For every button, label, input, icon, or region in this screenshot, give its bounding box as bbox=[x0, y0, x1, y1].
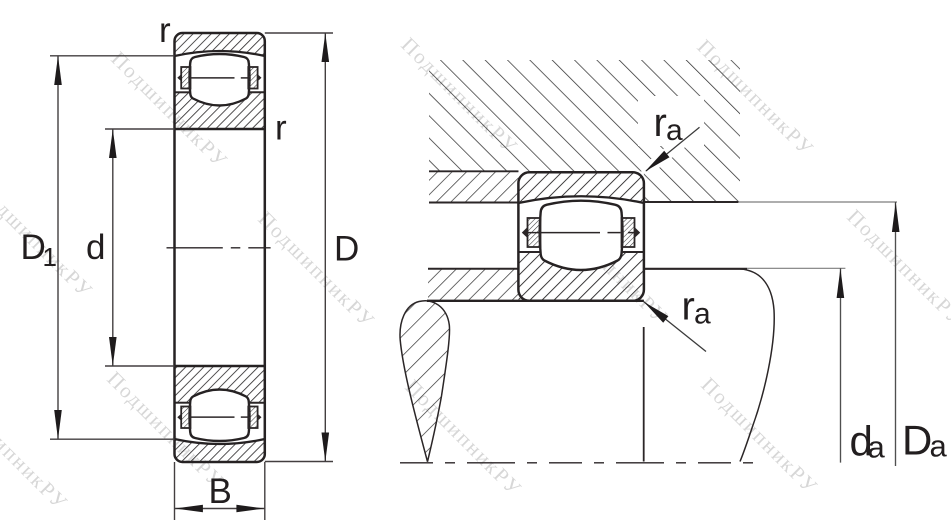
svg-text:a: a bbox=[930, 429, 948, 464]
svg-text:D: D bbox=[902, 417, 932, 464]
svg-text:D: D bbox=[21, 228, 46, 267]
svg-text:r: r bbox=[654, 101, 667, 145]
svg-text:a: a bbox=[666, 114, 683, 147]
svg-text:r: r bbox=[159, 11, 171, 50]
svg-text:a: a bbox=[694, 298, 711, 331]
svg-text:B: B bbox=[209, 472, 232, 511]
svg-text:r: r bbox=[682, 285, 695, 329]
svg-text:D: D bbox=[334, 230, 359, 269]
svg-text:r: r bbox=[275, 109, 287, 148]
svg-text:d: d bbox=[86, 228, 105, 267]
svg-text:1: 1 bbox=[43, 242, 57, 272]
svg-text:a: a bbox=[868, 430, 886, 465]
svg-text:d: d bbox=[850, 418, 873, 465]
